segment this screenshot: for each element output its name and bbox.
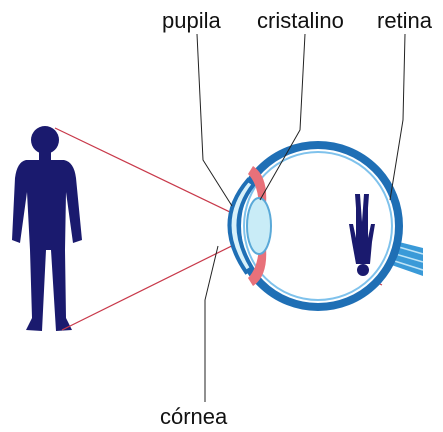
pupila-label: pupila [162,10,221,32]
retina-label: retina [377,10,432,32]
person-silhouette [12,126,82,331]
cornea-label: córnea [160,406,227,428]
cornea-leader [205,246,218,402]
lens [247,198,271,254]
pupila-leader [197,34,232,206]
cristalino-label: cristalino [257,10,344,32]
retina-leader [390,34,405,200]
